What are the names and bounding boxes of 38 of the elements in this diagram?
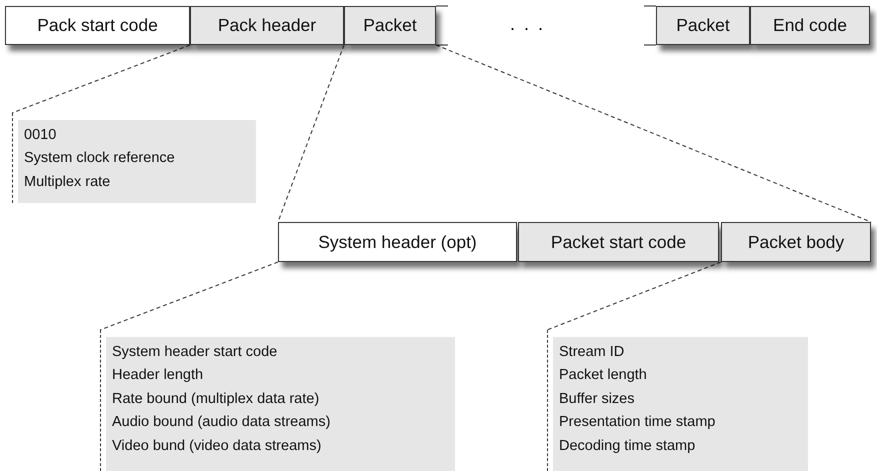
field-label: System header (opt) (318, 232, 477, 252)
field-item: System header start code (112, 343, 278, 362)
field-label: Pack start code (37, 15, 158, 36)
field-item: Audio bound (audio data streams) (112, 413, 330, 432)
field-item: 0010 (24, 126, 56, 145)
field-label: Pack header (218, 15, 316, 36)
leader-line (278, 44, 344, 222)
leader-line (100, 262, 278, 330)
field-item: Multiplex rate (24, 172, 110, 192)
field-item: Header length (112, 366, 204, 386)
leader-line (546, 262, 722, 330)
field-box (750, 6, 870, 45)
field-box (518, 222, 719, 262)
field-item: Decoding time stamp (559, 436, 696, 456)
field-box (656, 6, 750, 45)
field-item: Stream ID (559, 343, 624, 362)
field-item: Video bund (video data streams) (112, 436, 322, 456)
details-box (12, 113, 256, 203)
field-label: Packet body (748, 232, 844, 252)
field-item: Rate bound (multiplex data rate) (112, 390, 320, 409)
field-label: Packet (676, 15, 730, 36)
field-item: Buffer sizes (559, 390, 634, 409)
field-item: System clock reference (24, 149, 175, 168)
field-label: End code (773, 15, 847, 36)
field-box (5, 6, 190, 45)
field-label: Packet start code (550, 232, 686, 252)
ellipsis-text: . . . (510, 14, 546, 35)
details-box (100, 330, 455, 471)
field-box (344, 6, 436, 45)
field-label: Packet (363, 15, 417, 36)
leader-line (12, 44, 190, 114)
leader-line (436, 44, 872, 222)
field-item: Presentation time stamp (559, 413, 716, 432)
field-item: Packet length (559, 366, 647, 386)
field-box (278, 222, 517, 262)
field-box (190, 6, 344, 45)
details-box (547, 330, 808, 471)
field-box (721, 222, 871, 262)
